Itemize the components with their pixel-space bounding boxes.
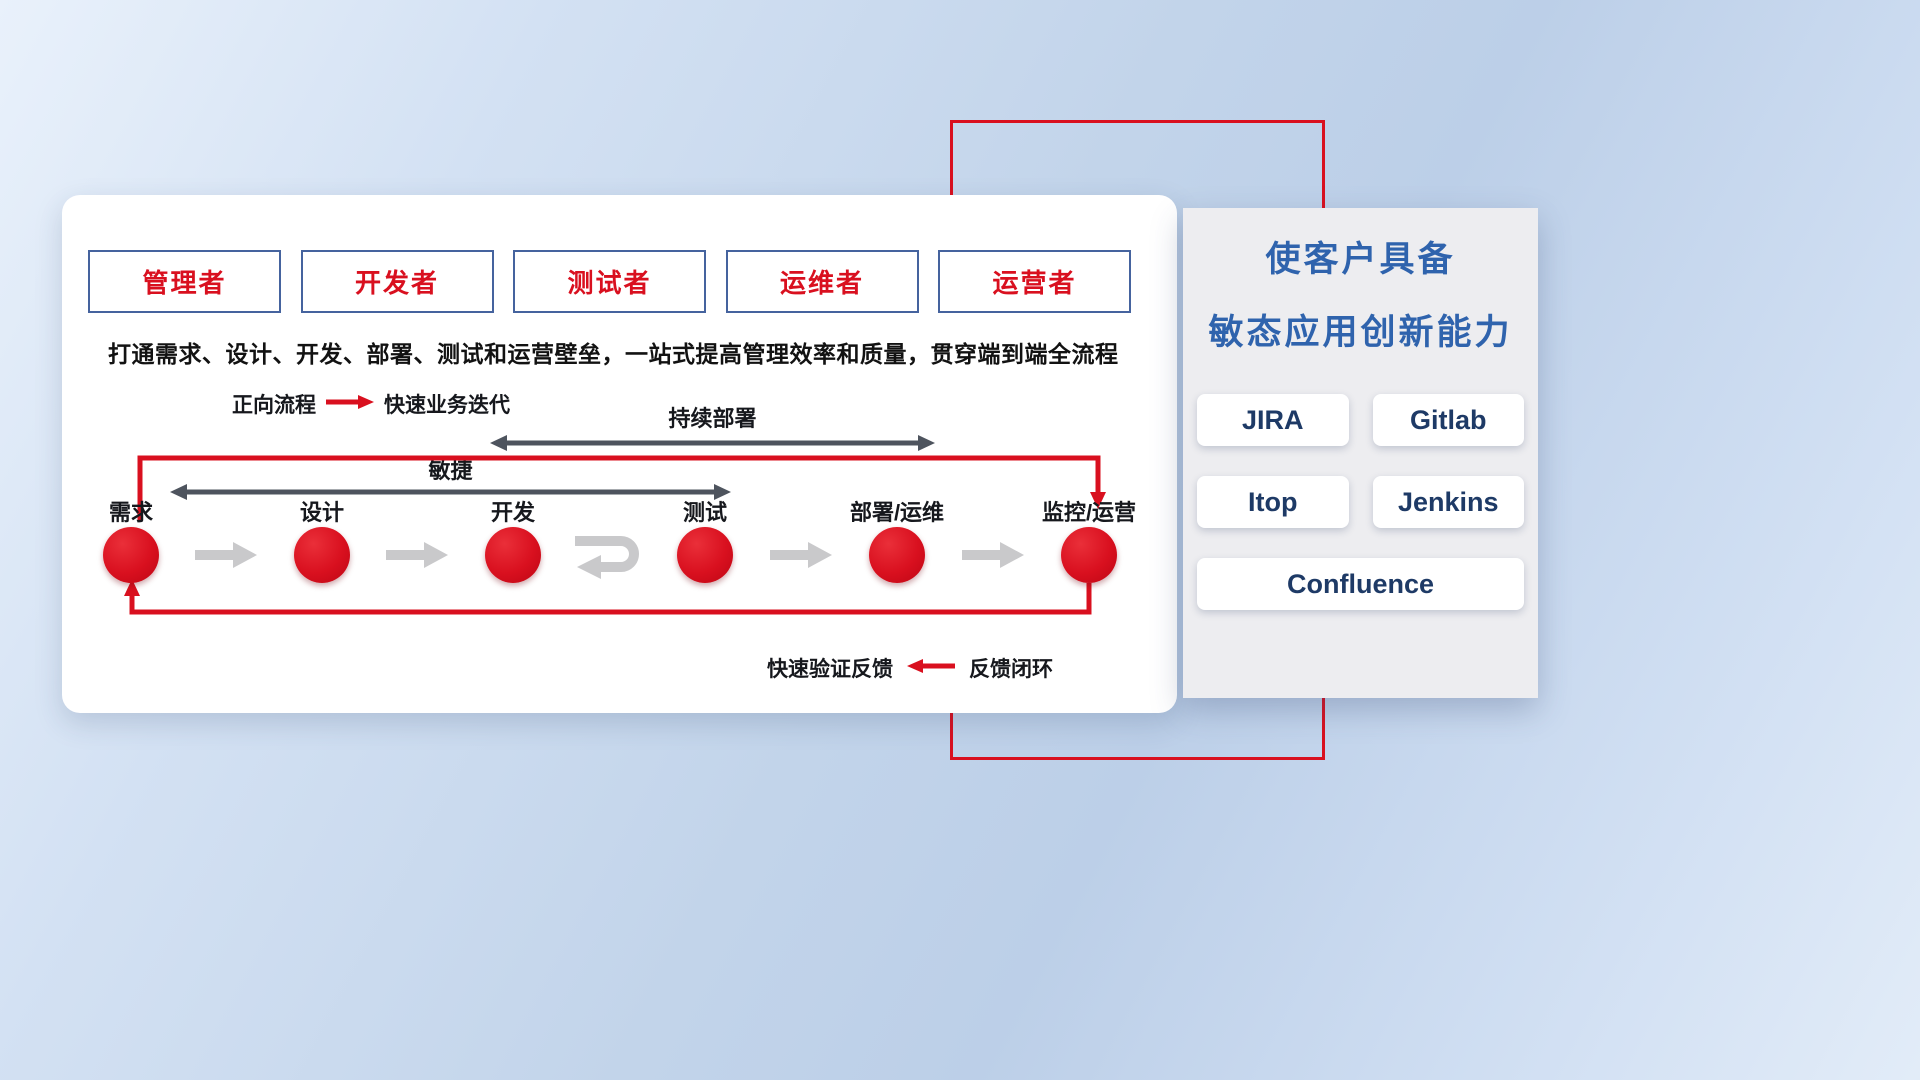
agile-label: 敏捷 bbox=[428, 458, 473, 483]
tool-chip-jira: JIRA bbox=[1197, 394, 1349, 446]
capability-panel: 使客户具备 敏态应用创新能力 JIRA Gitlab Itop Jenkins … bbox=[1183, 208, 1538, 698]
flow-node-label: 测试 bbox=[682, 500, 728, 525]
roles-row: 管理者 开发者 测试者 运维者 运营者 bbox=[88, 250, 1131, 313]
role-label: 运营者 bbox=[992, 268, 1077, 298]
tool-chip-jenkins: Jenkins bbox=[1372, 476, 1524, 528]
panel-title: 使客户具备 敏态应用创新能力 bbox=[1183, 208, 1538, 352]
flow-node-circle bbox=[677, 527, 733, 583]
role-box: 开发者 bbox=[300, 250, 494, 313]
tool-chip-itop: Itop bbox=[1197, 476, 1349, 528]
flow-node-label: 部署/运维 bbox=[849, 500, 945, 525]
role-label: 管理者 bbox=[142, 268, 227, 298]
flow-node-circle bbox=[485, 527, 541, 583]
continuous-deploy-label: 持续部署 bbox=[668, 406, 757, 431]
step-arrow-icon bbox=[386, 542, 448, 568]
forward-flow-legend: 正向流程 快速业务迭代 bbox=[232, 391, 510, 417]
tools-grid: JIRA Gitlab Itop Jenkins Confluence bbox=[1197, 394, 1524, 610]
flow-node-label: 需求 bbox=[108, 500, 154, 525]
flow-node-label: 监控/运营 bbox=[1041, 500, 1137, 525]
flow-node: 开发 bbox=[485, 495, 541, 587]
flow-node-circle bbox=[1061, 527, 1117, 583]
step-arrow-icon bbox=[195, 542, 257, 568]
flow-node-label: 设计 bbox=[299, 500, 345, 525]
panel-title-line2: 敏态应用创新能力 bbox=[1208, 312, 1513, 352]
flow-node: 测试 bbox=[677, 495, 733, 587]
feedback-legend: 快速验证反馈 反馈闭环 bbox=[767, 655, 1053, 681]
flow-node: 监控/运营 bbox=[1042, 495, 1136, 587]
feedback-desc: 快速验证反馈 bbox=[767, 658, 893, 681]
flow-node-circle bbox=[869, 527, 925, 583]
feedback-arrow-icon bbox=[907, 656, 955, 680]
role-label: 运维者 bbox=[779, 268, 864, 298]
forward-flow-desc: 快速业务迭代 bbox=[384, 394, 510, 417]
continuous-deploy-arrow-icon bbox=[490, 433, 935, 453]
feedback-label: 反馈闭环 bbox=[969, 658, 1053, 681]
forward-arrow-icon bbox=[326, 392, 374, 416]
flow-node-circle bbox=[103, 527, 159, 583]
panel-title-line1: 使客户具备 bbox=[1265, 240, 1456, 279]
role-label: 开发者 bbox=[354, 268, 439, 298]
flow-node-circle bbox=[294, 527, 350, 583]
flow-node: 部署/运维 bbox=[850, 495, 944, 587]
role-box: 运维者 bbox=[725, 250, 919, 313]
role-box: 管理者 bbox=[88, 250, 281, 313]
step-arrow-icon bbox=[770, 542, 832, 568]
forward-flow-label: 正向流程 bbox=[232, 394, 316, 417]
agile-arrow-icon bbox=[170, 482, 731, 502]
iterate-loop-icon bbox=[569, 529, 649, 581]
flow-node-label: 开发 bbox=[490, 500, 536, 525]
role-box: 测试者 bbox=[513, 250, 706, 313]
tool-chip-gitlab: Gitlab bbox=[1372, 394, 1524, 446]
subtitle-text: 打通需求、设计、开发、部署、测试和运营壁垒，一站式提高管理效率和质量，贯穿端到端… bbox=[108, 341, 1119, 367]
step-arrow-icon bbox=[962, 542, 1024, 568]
flow-node: 需求 bbox=[103, 495, 159, 587]
role-box: 运营者 bbox=[938, 250, 1131, 313]
tool-chip-confluence: Confluence bbox=[1197, 558, 1524, 610]
role-label: 测试者 bbox=[567, 268, 652, 298]
process-card: 管理者 开发者 测试者 运维者 运营者 打通需求、设计、开发、部署、测试和运营壁… bbox=[62, 195, 1177, 713]
flow-node: 设计 bbox=[294, 495, 350, 587]
